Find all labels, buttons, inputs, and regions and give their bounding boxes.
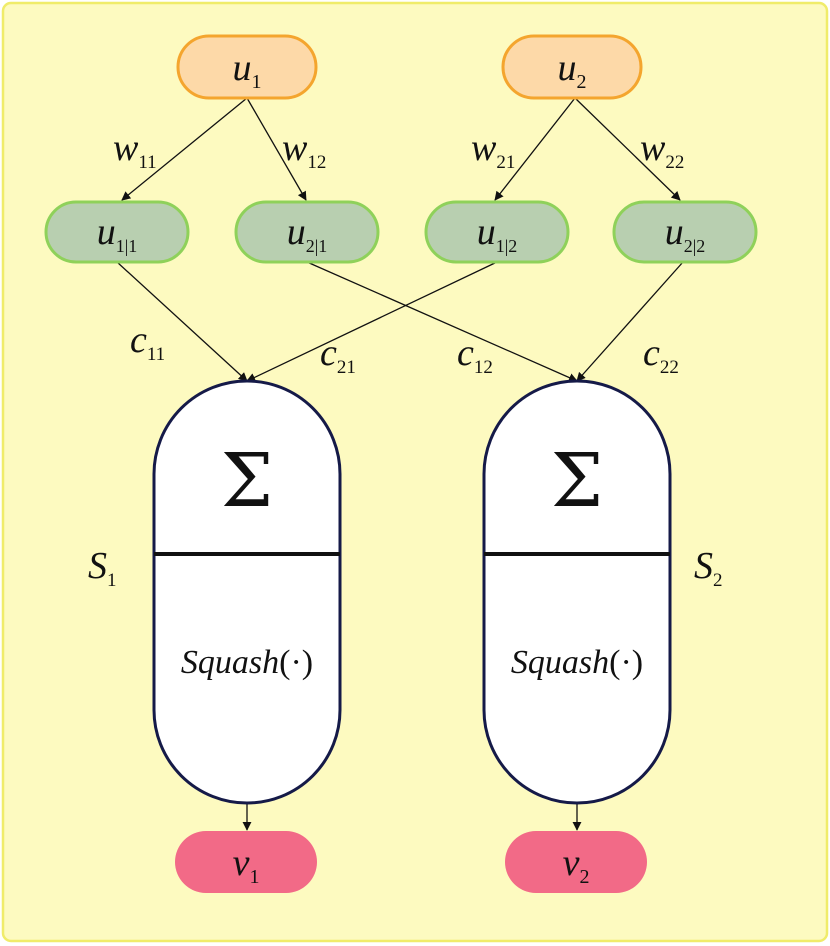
prediction-node-shape	[236, 202, 378, 262]
coupling-label-c11: c11	[130, 319, 165, 365]
coupling-label-c21: c21	[320, 332, 356, 378]
capsule-shape	[484, 381, 670, 803]
state-label-s1: S1	[88, 545, 117, 591]
capsule-node-1: Σ Squash(·)	[152, 379, 342, 805]
edge-u2-u1|2	[494, 97, 576, 201]
prediction-node-u2|2: u2|2	[612, 200, 758, 264]
prediction-node-shape	[614, 202, 756, 262]
squash-function-label: Squash(·)	[511, 644, 643, 681]
prediction-node-outline	[44, 200, 190, 264]
edge-u1-u2|1	[246, 97, 307, 201]
input-node-u1: u1	[176, 34, 318, 100]
svg-text:v2: v2	[563, 842, 590, 888]
svg-text:u2|2: u2|2	[665, 211, 706, 256]
input-node-u2: u2	[501, 34, 643, 100]
capsule-shape	[154, 381, 340, 803]
state-label-s2: S2	[694, 545, 723, 591]
svg-text:u2|1: u2|1	[287, 211, 328, 256]
svg-text:u1: u1	[233, 47, 262, 93]
edge-u2-u2|2	[574, 97, 681, 201]
coupling-label-c12: c12	[457, 332, 493, 378]
capsule-outline	[152, 379, 342, 805]
input-node-outline	[501, 34, 643, 100]
coupling-label-c22: c22	[643, 332, 679, 378]
sum-symbol: Σ	[221, 438, 273, 524]
weight-label-w11: w11	[113, 127, 157, 173]
edge-u1|1-s1	[116, 261, 248, 382]
output-node-v1: v1	[175, 831, 317, 893]
input-label-base: u	[233, 47, 252, 89]
prediction-node-shape	[46, 202, 188, 262]
svg-text:u2: u2	[558, 47, 587, 93]
prediction-node-shape	[426, 202, 568, 262]
edge-u2|2-s2	[576, 261, 684, 382]
capsule-node-2: Σ Squash(·)	[482, 379, 672, 805]
input-label-sub: 2	[577, 71, 587, 93]
edge-u1|2-s1	[246, 261, 498, 382]
prediction-node-u1|2: u1|2	[424, 200, 570, 264]
svg-text:u1|1: u1|1	[97, 211, 138, 256]
squash-function-label: Squash(·)	[181, 644, 313, 681]
input-node-shape	[178, 36, 316, 98]
input-label-base: u	[558, 47, 577, 89]
edge-u2|1-s2	[306, 261, 578, 382]
prediction-node-outline	[424, 200, 570, 264]
prediction-node-outline	[234, 200, 380, 264]
prediction-node-outline	[612, 200, 758, 264]
input-node-shape	[503, 36, 641, 98]
prediction-node-u1|1: u1|1	[44, 200, 190, 264]
weight-label-w12: w12	[282, 127, 326, 173]
sum-symbol: Σ	[551, 438, 603, 524]
output-node-v2: v2	[505, 831, 647, 893]
input-label-sub: 1	[252, 71, 262, 93]
svg-text:v1: v1	[233, 842, 260, 888]
edge-u1-u1|1	[121, 97, 248, 201]
input-node-outline	[176, 34, 318, 100]
output-node-shape	[175, 831, 317, 893]
svg-text:u1|2: u1|2	[477, 211, 518, 256]
prediction-node-u2|1: u2|1	[234, 200, 380, 264]
capsule-outline	[482, 379, 672, 805]
weight-label-w21: w21	[471, 127, 515, 173]
output-node-shape	[505, 831, 647, 893]
weight-label-w22: w22	[640, 127, 684, 173]
